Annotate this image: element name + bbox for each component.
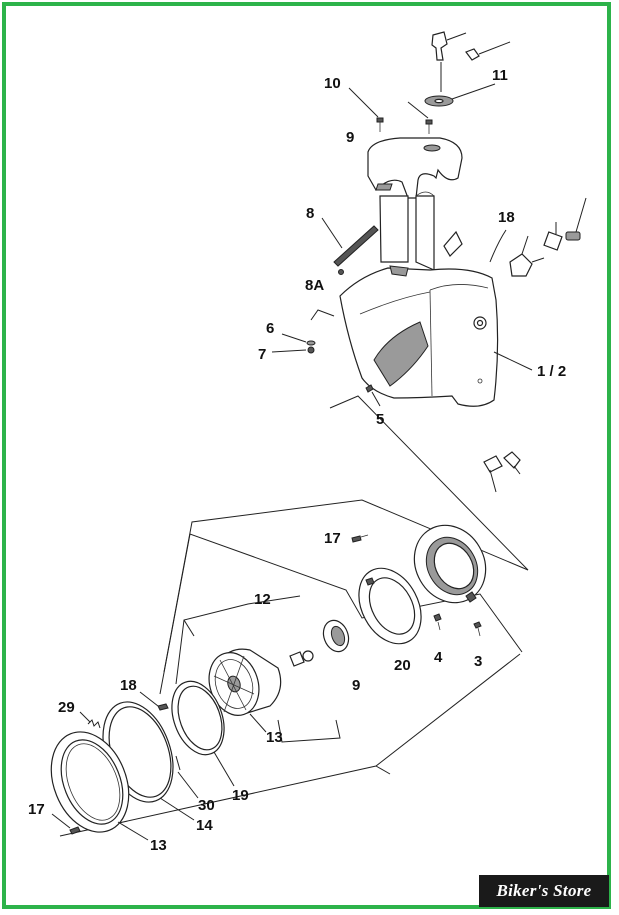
label-20: 20 xyxy=(394,657,411,674)
gasket-plate xyxy=(543,231,563,251)
label-30: 30 xyxy=(198,797,215,814)
label-29: 29 xyxy=(58,699,75,716)
label-3: 3 xyxy=(474,653,482,670)
label-12: 12 xyxy=(254,591,271,608)
screw-18b xyxy=(157,703,169,711)
lock-clip xyxy=(465,48,480,61)
bolt-right xyxy=(565,231,581,241)
label-10: 10 xyxy=(324,75,341,92)
label-1-2: 1 / 2 xyxy=(537,363,566,380)
label-17-top: 17 xyxy=(324,530,341,547)
screw-4 xyxy=(433,613,442,622)
nacelle-opening xyxy=(373,321,429,387)
bikers-store-logo: Biker's Store xyxy=(479,875,609,907)
label-9-bottom: 9 xyxy=(352,677,360,694)
label-6: 6 xyxy=(266,320,274,337)
label-4: 4 xyxy=(434,649,443,666)
trim-strip-8 xyxy=(333,225,379,267)
bulb-a xyxy=(483,455,503,473)
bulb-12 xyxy=(289,651,305,667)
key-part xyxy=(431,31,448,61)
switch-18 xyxy=(509,253,533,277)
headlamp-assembly xyxy=(50,524,487,835)
fork-tube-right xyxy=(415,195,435,271)
spring-29 xyxy=(87,719,101,729)
screw-17b xyxy=(69,826,81,835)
fork-tube-left xyxy=(379,195,409,263)
upper-cover-9 xyxy=(367,137,463,199)
label-14: 14 xyxy=(196,817,213,834)
label-18-bottom: 18 xyxy=(120,677,137,694)
label-8A: 8A xyxy=(305,277,324,294)
label-8: 8 xyxy=(306,205,314,222)
part-number-labels: 10 11 9 8 18 8A 6 7 1 / 2 5 17 12 4 3 9 … xyxy=(28,67,566,854)
screw-10 xyxy=(376,117,384,123)
label-13-bottom: 13 xyxy=(150,837,167,854)
label-18-top: 18 xyxy=(498,209,515,226)
screw-5 xyxy=(365,384,374,393)
nut-7 xyxy=(307,346,315,354)
page-border xyxy=(2,2,611,909)
label-17-bottom: 17 xyxy=(28,801,45,818)
screw-10b xyxy=(425,119,433,125)
label-19: 19 xyxy=(232,787,249,804)
bulb-b xyxy=(503,451,521,469)
label-11: 11 xyxy=(492,67,508,84)
label-9-top: 9 xyxy=(346,129,354,146)
screw-3 xyxy=(473,621,482,629)
trim-strip-right xyxy=(443,230,463,257)
screw-17a xyxy=(351,535,362,543)
label-5: 5 xyxy=(376,411,384,428)
fork-cover-assembly xyxy=(271,31,587,493)
label-13-top: 13 xyxy=(266,729,283,746)
clip-8A xyxy=(338,269,344,275)
washer-6 xyxy=(306,340,316,346)
label-7: 7 xyxy=(258,346,266,363)
